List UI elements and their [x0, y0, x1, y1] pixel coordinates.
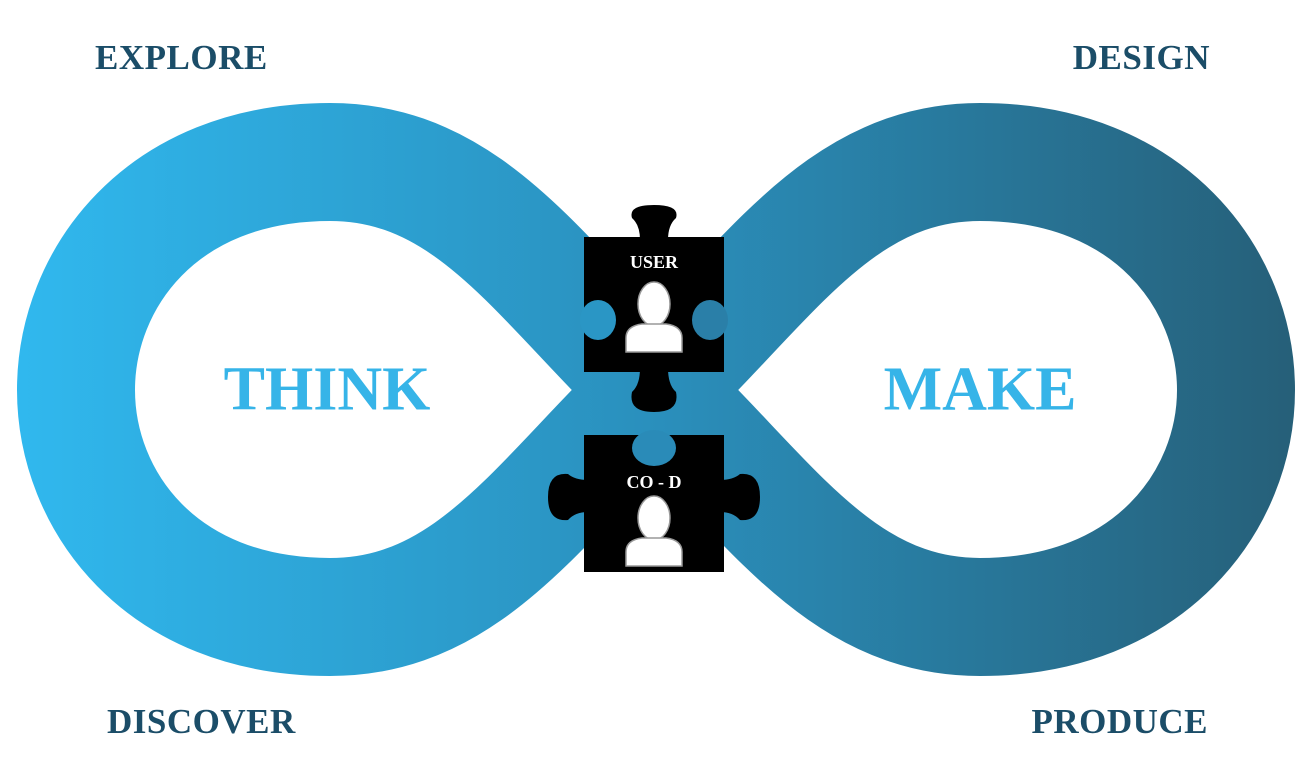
user-puzzle-piece [580, 205, 728, 412]
make-label: MAKE [883, 355, 1077, 424]
user-label: USER [629, 252, 679, 272]
co-d-label: CO - D [626, 472, 682, 492]
label-design: DESIGN [1072, 38, 1210, 77]
co-design-puzzle-piece [548, 430, 760, 572]
think-label: THINK [223, 355, 431, 424]
label-discover: DISCOVER [107, 702, 296, 741]
label-explore: EXPLORE [95, 38, 268, 77]
label-produce: PRODUCE [1031, 702, 1208, 741]
